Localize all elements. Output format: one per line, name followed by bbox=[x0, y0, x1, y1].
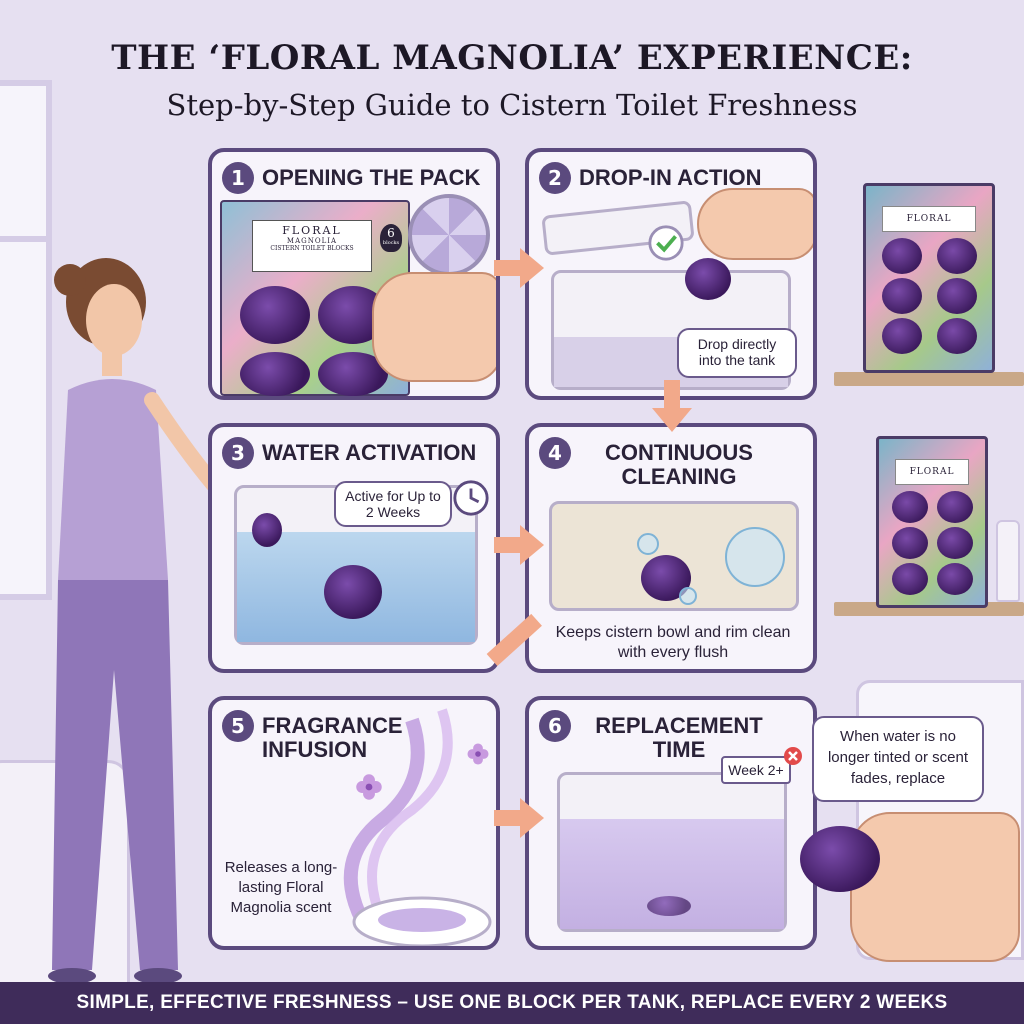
step-header: 3 WATER ACTIVATION bbox=[222, 437, 476, 469]
step-5-caption: Releases a long-lasting Floral Magnolia … bbox=[224, 859, 338, 916]
toilet-block bbox=[891, 563, 928, 595]
bathroom-window bbox=[0, 80, 52, 600]
step-2-panel: 2 DROP-IN ACTION Drop directly into the … bbox=[525, 148, 817, 400]
magnifier-icon bbox=[408, 194, 490, 276]
toilet-block bbox=[881, 318, 922, 354]
toilet-block bbox=[685, 258, 731, 300]
step-header: 6 REPLACEMENT TIME bbox=[539, 710, 779, 762]
wall-shelf-top bbox=[834, 372, 1024, 386]
toilet-block bbox=[936, 527, 973, 559]
side-pack-bottom: FLORAL bbox=[876, 436, 988, 608]
step-title: REPLACEMENT TIME bbox=[595, 713, 763, 762]
week-badge-text: Week 2+ bbox=[728, 762, 784, 778]
side-pack-label: FLORAL bbox=[882, 206, 976, 232]
step-4-panel: 4 CONTINUOUS CLEANING Keeps cistern bowl… bbox=[525, 423, 817, 673]
step-header: 5 FRAGRANCE INFUSION bbox=[222, 710, 403, 762]
step-header: 1 OPENING THE PACK bbox=[222, 162, 480, 194]
toilet-block bbox=[647, 896, 691, 916]
clock-icon bbox=[453, 480, 489, 516]
step-5-panel: 5 FRAGRANCE INFUSION Releases a long-las… bbox=[208, 696, 500, 950]
fragrance-swirl bbox=[343, 708, 492, 946]
step-title: WATER ACTIVATION bbox=[262, 440, 477, 465]
arrow-step-2-to-4 bbox=[652, 380, 692, 432]
bubble bbox=[637, 533, 659, 555]
step-title: OPENING THE PACK bbox=[262, 165, 481, 190]
step-number: 4 bbox=[539, 437, 571, 469]
step-title: CONTINUOUS CLEANING bbox=[605, 440, 753, 489]
toilet-block bbox=[891, 491, 928, 523]
step-2-callout: Drop directly into the tank bbox=[677, 328, 797, 378]
hand-illustration bbox=[850, 812, 1020, 962]
hand-illustration bbox=[372, 272, 496, 382]
step-number: 6 bbox=[539, 710, 571, 742]
step-3-panel: 3 WATER ACTIVATION Active for Up to 2 We… bbox=[208, 423, 500, 673]
pack-variant: MAGNOLIA bbox=[286, 237, 338, 245]
page-subtitle: Step-by-Step Guide to Cistern Toilet Fre… bbox=[166, 88, 858, 122]
step-6-panel: 6 REPLACEMENT TIME Week 2+ bbox=[525, 696, 817, 950]
toilet-block bbox=[891, 527, 928, 559]
toilet-block bbox=[936, 318, 977, 354]
side-pack-label: FLORAL bbox=[895, 459, 969, 485]
toilet-block bbox=[240, 352, 310, 396]
toilet-block bbox=[252, 513, 282, 547]
pack-label: FLORAL MAGNOLIA CISTERN TOILET BLOCKS bbox=[252, 220, 372, 272]
side-pack-blocks bbox=[876, 238, 982, 354]
soap-bottle bbox=[996, 520, 1020, 602]
woman-illustration bbox=[48, 258, 208, 984]
calendar-icon bbox=[784, 747, 802, 765]
step-title: DROP-IN ACTION bbox=[579, 165, 762, 190]
hand-illustration bbox=[697, 188, 813, 260]
calendar-badge: Week 2+ bbox=[721, 756, 791, 784]
pack-brand: FLORAL bbox=[282, 224, 342, 237]
toilet-block bbox=[936, 238, 977, 274]
toilet-block bbox=[936, 563, 973, 595]
toilet-block bbox=[936, 278, 977, 314]
pack-count: 6 bbox=[387, 226, 395, 240]
toilet-block bbox=[881, 238, 922, 274]
step-number: 1 bbox=[222, 162, 254, 194]
toilet-block bbox=[800, 826, 880, 892]
toilet-block bbox=[240, 286, 310, 344]
pack-count-unit: blocks bbox=[382, 240, 400, 246]
step-header: 4 CONTINUOUS CLEANING bbox=[539, 437, 779, 489]
step-number: 5 bbox=[222, 710, 254, 742]
bubble bbox=[725, 527, 785, 587]
page-title: THE ‘FLORAL MAGNOLIA’ EXPERIENCE: bbox=[111, 38, 913, 78]
step-3-callout: Active for Up to 2 Weeks bbox=[334, 481, 452, 527]
toilet-block bbox=[324, 565, 382, 619]
footer-banner: SIMPLE, EFFECTIVE FRESHNESS – USE ONE BL… bbox=[0, 982, 1024, 1024]
magnolia-flower-icon bbox=[467, 743, 489, 765]
toilet-block bbox=[936, 491, 973, 523]
step-title: FRAGRANCE INFUSION bbox=[262, 713, 403, 762]
toilet-block bbox=[881, 278, 922, 314]
step-number: 3 bbox=[222, 437, 254, 469]
arrow-step-1-to-2 bbox=[494, 248, 544, 288]
side-pack-top: FLORAL bbox=[863, 183, 995, 373]
pack-product: CISTERN TOILET BLOCKS bbox=[270, 245, 354, 252]
arrow-step-3-to-4 bbox=[494, 525, 544, 565]
magnolia-flower-icon bbox=[356, 774, 382, 800]
step-1-panel: 1 OPENING THE PACK FLORAL MAGNOLIA CISTE… bbox=[208, 148, 500, 400]
check-icon bbox=[648, 225, 684, 261]
arrow-step-5-to-6 bbox=[494, 798, 544, 838]
side-pack-blocks bbox=[889, 491, 975, 595]
pack-count-badge: 6 blocks bbox=[380, 224, 402, 252]
bubble bbox=[679, 587, 697, 605]
step-4-caption: Keeps cistern bowl and rim clean with ev… bbox=[555, 624, 791, 661]
step-header: 2 DROP-IN ACTION bbox=[539, 162, 762, 194]
step-6-callout: When water is no longer tinted or scent … bbox=[812, 716, 984, 802]
step-number: 2 bbox=[539, 162, 571, 194]
